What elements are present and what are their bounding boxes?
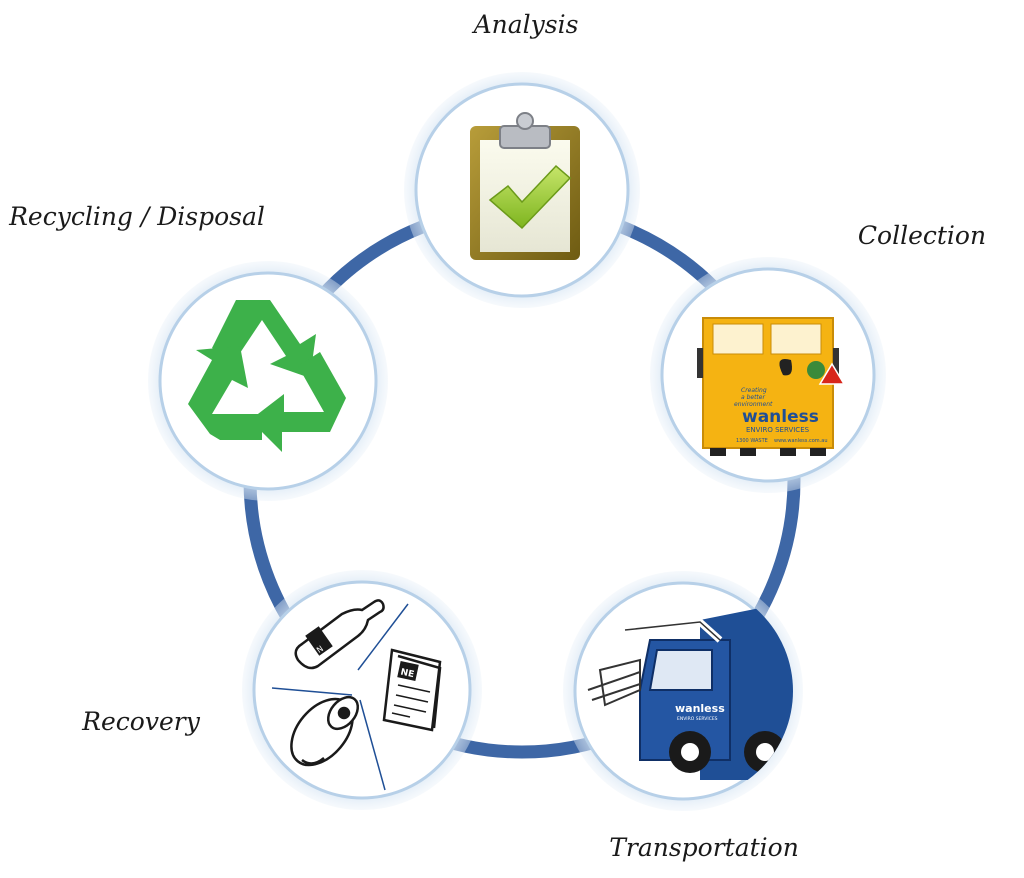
label-transportation: Transportation [609, 833, 799, 862]
bottle-mark: N [315, 644, 325, 655]
analysis-node [404, 72, 640, 308]
bin-slogan-2: a better [741, 394, 765, 401]
bin-subtitle: ENVIRO SERVICES [746, 426, 810, 434]
waste-bin-icon: Creating a better environment wanless EN… [697, 317, 846, 456]
label-recovery: Recovery [81, 707, 201, 736]
collection-node: Creating a better environment wanless EN… [650, 257, 886, 493]
truck-subtitle: ENVIRO SERVICES [677, 716, 718, 722]
bin-brand: wanless [742, 407, 819, 427]
recovery-node: N NE [242, 570, 482, 810]
bin-slogan-3: environment [734, 401, 773, 408]
label-analysis: Analysis [472, 10, 579, 39]
bottle-icon: N [294, 599, 385, 670]
newspaper-mark: NE [399, 668, 414, 681]
bin-phone: 1300 WASTE [736, 438, 768, 444]
newspaper-icon: NE [382, 648, 442, 732]
recycle-icon [188, 300, 346, 452]
truck-icon: wanless ENVIRO SERVICES [587, 600, 793, 780]
label-recycling-disposal: Recycling / Disposal [8, 202, 265, 231]
clipboard-check-icon [470, 112, 580, 260]
truck-brand: wanless [675, 702, 725, 715]
transportation-node: wanless ENVIRO SERVICES [563, 571, 803, 811]
recycling-node [148, 261, 388, 501]
label-collection: Collection [858, 221, 986, 250]
bin-slogan-1: Creating [741, 387, 767, 394]
bin-url: www.wanless.com.au [774, 438, 828, 444]
recyclables-icon: N NE [271, 599, 442, 791]
can-icon [290, 695, 360, 767]
